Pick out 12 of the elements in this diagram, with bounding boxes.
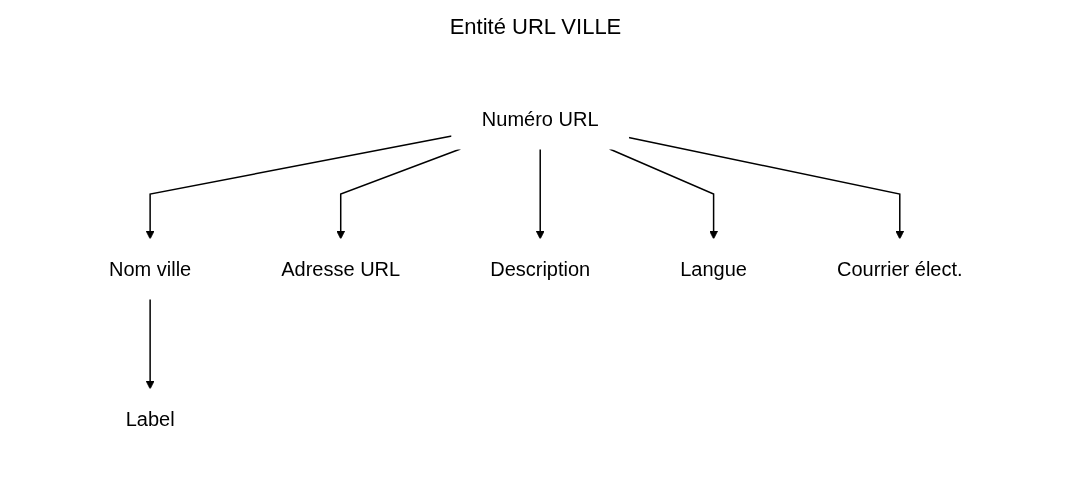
arrow [145, 298, 155, 390]
node-text: Nom ville [108, 258, 191, 280]
node-text: Description [489, 258, 590, 280]
arrow [627, 136, 904, 240]
node-text: Numéro URL [481, 108, 599, 130]
arrow [535, 148, 545, 240]
node-text: Langue [679, 258, 747, 280]
diagram-title: Entité URL VILLE [448, 14, 623, 41]
node-text: Courrier élect. [836, 258, 963, 280]
node-text: Adresse URL [280, 258, 400, 280]
node-text: Label [125, 408, 175, 430]
arrow [145, 135, 453, 240]
